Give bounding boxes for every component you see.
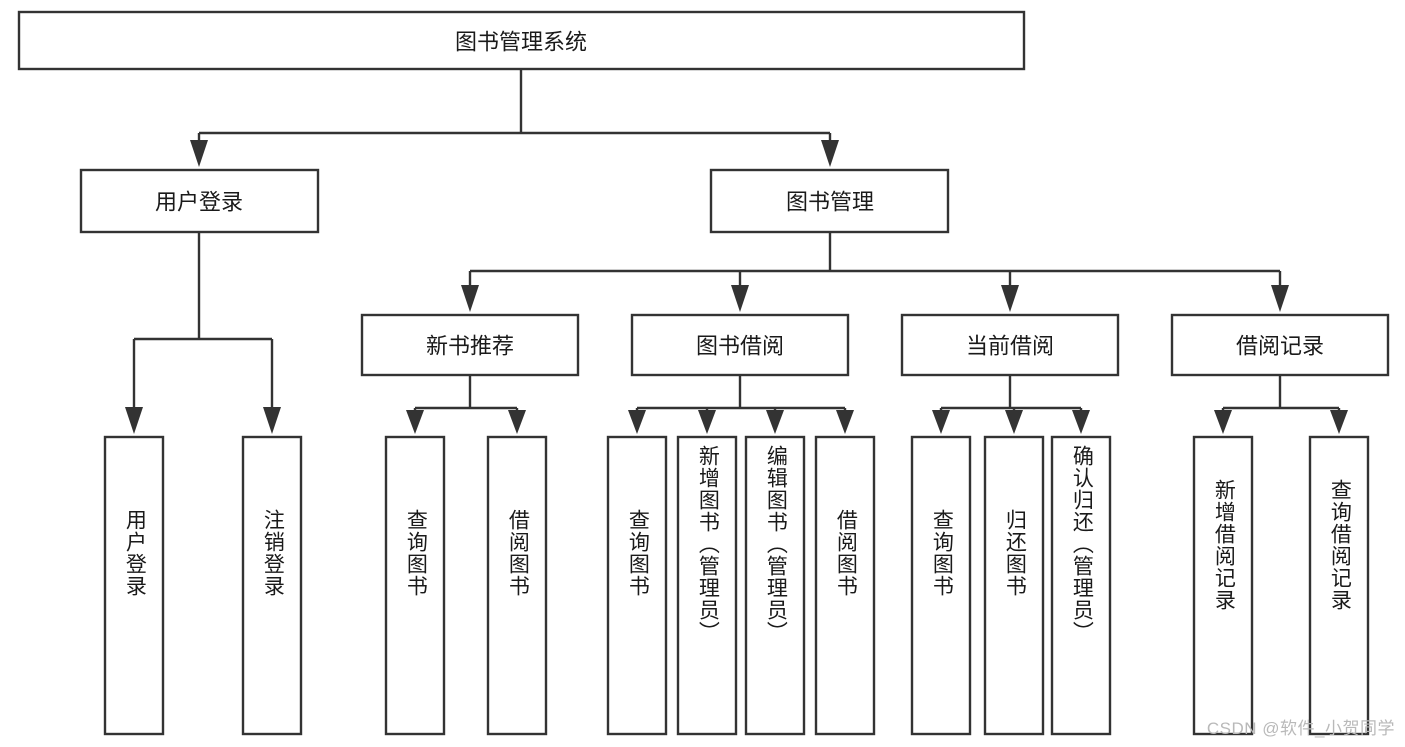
arrowhead-leaf-add-book-admin [698, 410, 716, 434]
csdn-watermark: CSDN @软件_小贺同学 [1206, 719, 1395, 738]
node-user-login-label: 用户登录 [155, 190, 243, 215]
leaf-box-query-borrow-record[interactable] [1308, 435, 1370, 736]
node-borrow-record[interactable]: 借阅记录 [1170, 313, 1390, 377]
connector-group-borrow-record [1214, 375, 1348, 434]
node-book-management-box[interactable] [709, 168, 950, 234]
arrowhead-leaf-return-book [1005, 410, 1023, 434]
leaf-box-add-book-admin[interactable] [676, 435, 738, 736]
node-borrow-record-box[interactable] [1170, 313, 1390, 377]
connector-group-book-borrow [628, 375, 854, 434]
leaf-box-user-login[interactable] [103, 435, 165, 736]
connector-group-root [190, 69, 839, 167]
node-root-box[interactable] [17, 10, 1026, 71]
leaf-box-query-book-rec[interactable] [384, 435, 446, 736]
node-current-borrow-label: 当前借阅 [966, 334, 1054, 359]
node-borrow-record-label: 借阅记录 [1236, 334, 1324, 359]
arrowhead-leaf-user-logout [263, 407, 281, 434]
arrowhead-leaf-borrow-book-rec [508, 410, 526, 434]
node-book-borrow-label: 图书借阅 [696, 334, 784, 359]
leaf-box-borrow-book[interactable] [814, 435, 876, 736]
arrowhead-current-borrow [1001, 285, 1019, 312]
connector-group-new-book-recommend [406, 375, 526, 434]
arrowhead-leaf-add-borrow-record [1214, 410, 1232, 434]
leaf-box-edit-book-admin[interactable] [744, 435, 806, 736]
leaf-boxes [103, 435, 1370, 736]
node-book-management[interactable]: 图书管理 [709, 168, 950, 234]
node-user-login-box[interactable] [79, 168, 320, 234]
arrowhead-leaf-borrow-book [836, 410, 854, 434]
connector-group-user-login [125, 232, 281, 434]
arrowhead-leaf-query-borrow-record [1330, 410, 1348, 434]
arrowhead-leaf-query-book-borrow [628, 410, 646, 434]
arrowhead-leaf-query-book-rec [406, 410, 424, 434]
node-new-book-recommend-label: 新书推荐 [426, 334, 514, 359]
arrowhead-leaf-query-book-current [932, 410, 950, 434]
arrowhead-user-login [190, 140, 208, 167]
node-current-borrow-box[interactable] [900, 313, 1120, 377]
node-current-borrow[interactable]: 当前借阅 [900, 313, 1120, 377]
node-root-label: 图书管理系统 [455, 30, 587, 55]
arrowhead-new-book-recommend [461, 285, 479, 312]
leaf-box-query-book-borrow[interactable] [606, 435, 668, 736]
arrowhead-borrow-record [1271, 285, 1289, 312]
arrowhead-book-borrow [731, 285, 749, 312]
leaf-box-query-book-current[interactable] [910, 435, 972, 736]
node-new-book-recommend-box[interactable] [360, 313, 580, 377]
node-new-book-recommend[interactable]: 新书推荐 [360, 313, 580, 377]
node-book-borrow-box[interactable] [630, 313, 850, 377]
node-book-management-label: 图书管理 [786, 190, 874, 215]
leaf-box-user-logout[interactable] [241, 435, 303, 736]
connector-group-current-borrow [932, 375, 1090, 434]
leaf-box-borrow-book-rec[interactable] [486, 435, 548, 736]
arrowhead-leaf-edit-book-admin [766, 410, 784, 434]
leaf-box-return-book[interactable] [983, 435, 1045, 736]
arrowhead-leaf-user-login [125, 407, 143, 434]
connector-group-book-management [461, 232, 1289, 312]
node-user-login[interactable]: 用户登录 [79, 168, 320, 234]
node-book-borrow[interactable]: 图书借阅 [630, 313, 850, 377]
leaf-box-add-borrow-record[interactable] [1192, 435, 1254, 736]
leaf-box-confirm-return-admin[interactable] [1050, 435, 1112, 736]
arrowhead-leaf-confirm-return-admin [1072, 410, 1090, 434]
node-root[interactable]: 图书管理系统 [17, 10, 1026, 71]
arrowhead-book-management [821, 140, 839, 167]
